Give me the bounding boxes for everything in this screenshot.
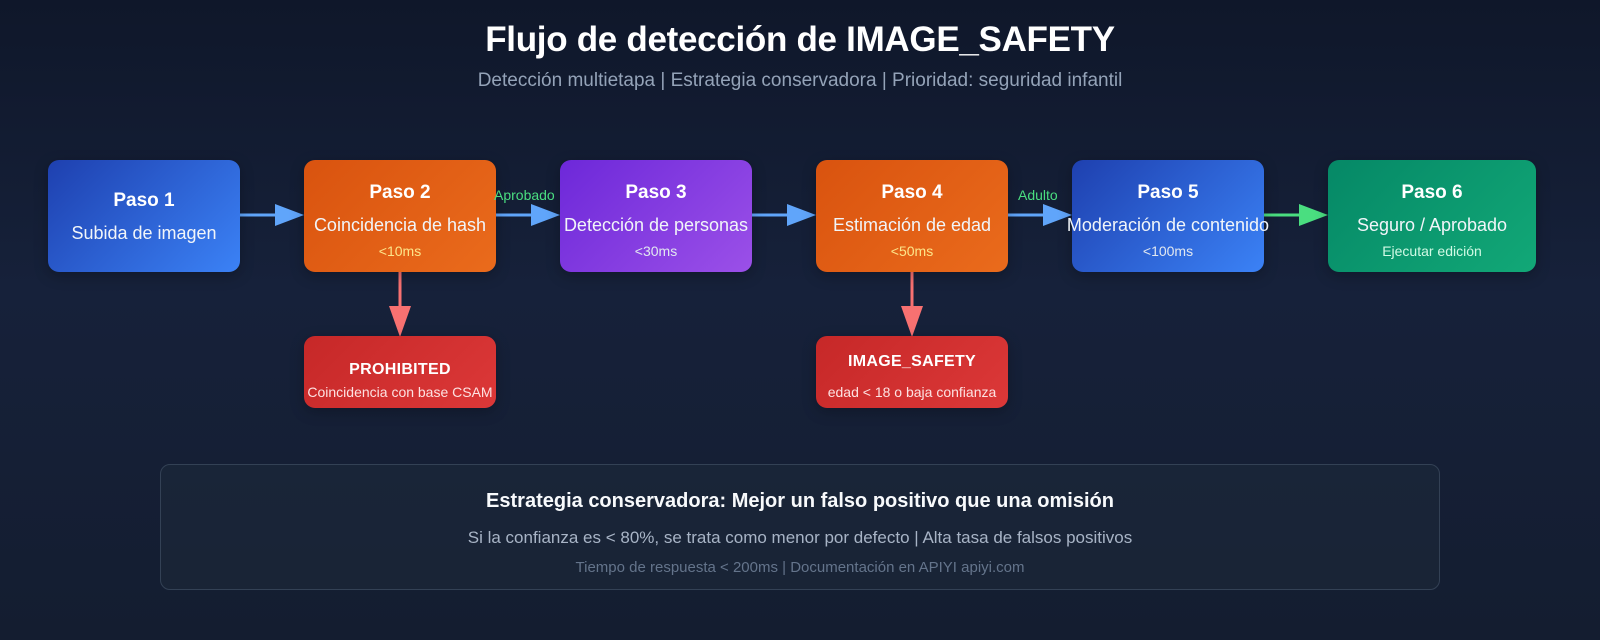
step-5-title: Paso 5 [1137,182,1199,203]
step-6-action: Ejecutar edición [1382,243,1482,259]
step-2-node: Paso 2 Coincidencia de hash <10ms [304,160,496,272]
strategy-title: Estrategia conservadora: Mejor un falso … [486,490,1114,512]
reject-prohibited-title: PROHIBITED [349,361,451,378]
reject-image-safety-title: IMAGE_SAFETY [847,353,977,370]
reject-prohibited-reason: Coincidencia con base CSAM [307,384,493,400]
step-3-latency: <30ms [634,243,678,259]
step-2-latency: <10ms [378,243,422,259]
edge-label-adult: Adulto [1018,187,1058,203]
step-6-subtitle: Seguro / Aprobado [1356,215,1508,235]
reject-image-safety-node: IMAGE_SAFETY edad < 18 o baja confianza [816,336,1008,408]
arrow-step2-reject [389,272,411,337]
step-6-title: Paso 6 [1401,182,1463,203]
reject-prohibited-node: PROHIBITED Coincidencia con base CSAM [304,336,496,408]
diagram-subtitle: Detección multietapa | Estrategia conser… [477,70,1123,91]
step-1-node: Paso 1 Subida de imagen [48,160,240,272]
step-3-subtitle: Detección de personas [563,215,749,235]
edge-label-approved: Aprobado [494,187,555,203]
step-1-subtitle: Subida de imagen [71,223,217,243]
step-4-title: Paso 4 [881,182,943,203]
strategy-panel: Estrategia conservadora: Mejor un falso … [160,464,1440,590]
step-5-node: Paso 5 Moderación de contenido <100ms [1067,160,1269,272]
step-2-subtitle: Coincidencia de hash [313,215,487,235]
step-3-title: Paso 3 [625,182,687,203]
step-5-subtitle: Moderación de contenido [1066,215,1270,235]
step-4-latency: <50ms [890,243,934,259]
diagram-title: Flujo de detección de IMAGE_SAFETY [485,20,1115,59]
step-5-latency: <100ms [1142,243,1194,259]
arrow-step4-step5 [1008,204,1072,226]
step-6-node: Paso 6 Seguro / Aprobado Ejecutar edició… [1328,160,1536,272]
step-4-node: Paso 4 Estimación de edad <50ms [816,160,1008,272]
reject-image-safety-reason: edad < 18 o baja confianza [827,384,997,400]
step-4-subtitle: Estimación de edad [832,215,992,235]
step-3-node: Paso 3 Detección de personas <30ms [560,160,752,272]
strategy-description: Si la confianza es < 80%, se trata como … [467,528,1133,547]
arrow-step3-step4 [752,204,816,226]
arrow-step1-step2 [240,204,304,226]
step-1-title: Paso 1 [113,190,175,211]
arrow-step5-step6 [1264,204,1328,226]
arrow-step2-step3 [496,204,560,226]
step-2-title: Paso 2 [369,182,431,203]
strategy-footnote: Tiempo de respuesta < 200ms | Documentac… [575,559,1025,576]
arrow-step4-reject [901,272,923,337]
